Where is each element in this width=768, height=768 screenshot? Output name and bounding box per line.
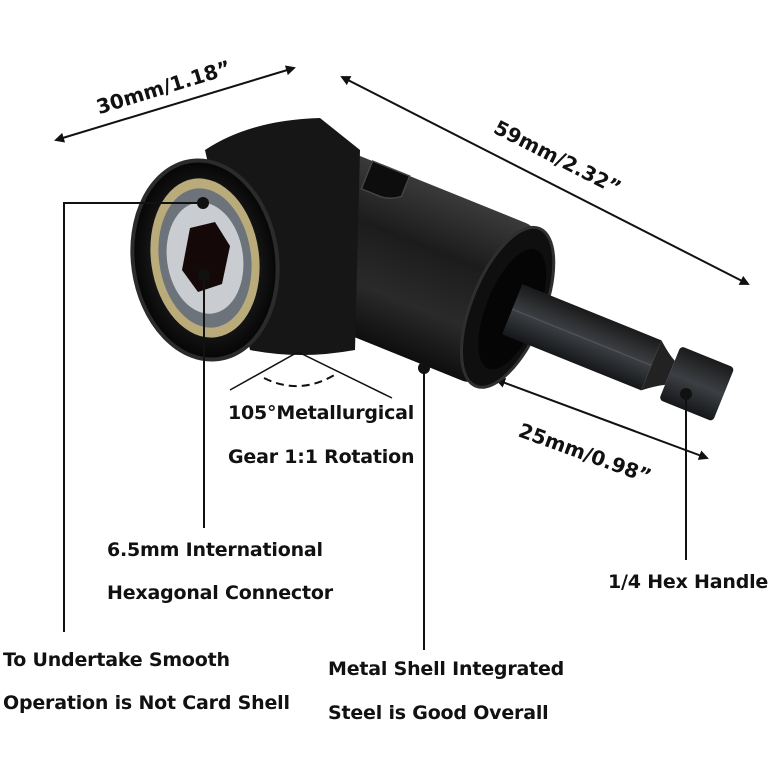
adapter-head — [130, 118, 360, 362]
connector-callout-line1: 6.5mm International — [107, 539, 323, 561]
shell-callout-line1: Metal Shell Integrated — [328, 658, 565, 680]
shank-dimension-arrow — [495, 378, 709, 460]
angle-callout-line1: 105°Metallurgical — [228, 402, 415, 424]
angle-arc-dashed — [263, 373, 337, 388]
bearing-callout-line1: To Undertake Smooth — [3, 649, 230, 671]
bearing-callout-line2: Operation is Not Card Shell — [3, 692, 290, 714]
leader-bearing — [63, 197, 209, 632]
shell-callout-line2: Steel is Good Overall — [328, 702, 549, 724]
hex-socket-icon — [182, 222, 230, 292]
angle-indicator-lines — [229, 351, 393, 399]
angle-callout-line2: Gear 1:1 Rotation — [228, 446, 415, 468]
hex-handle-callout: 1/4 Hex Handle — [608, 571, 768, 593]
leader-hex-handle — [680, 388, 692, 560]
connector-callout-line2: Hexagonal Connector — [107, 582, 333, 604]
leader-shell — [418, 362, 430, 650]
length-dimension-arrow — [340, 76, 750, 285]
leader-connector — [198, 269, 210, 528]
width-dimension-arrow — [54, 65, 296, 143]
